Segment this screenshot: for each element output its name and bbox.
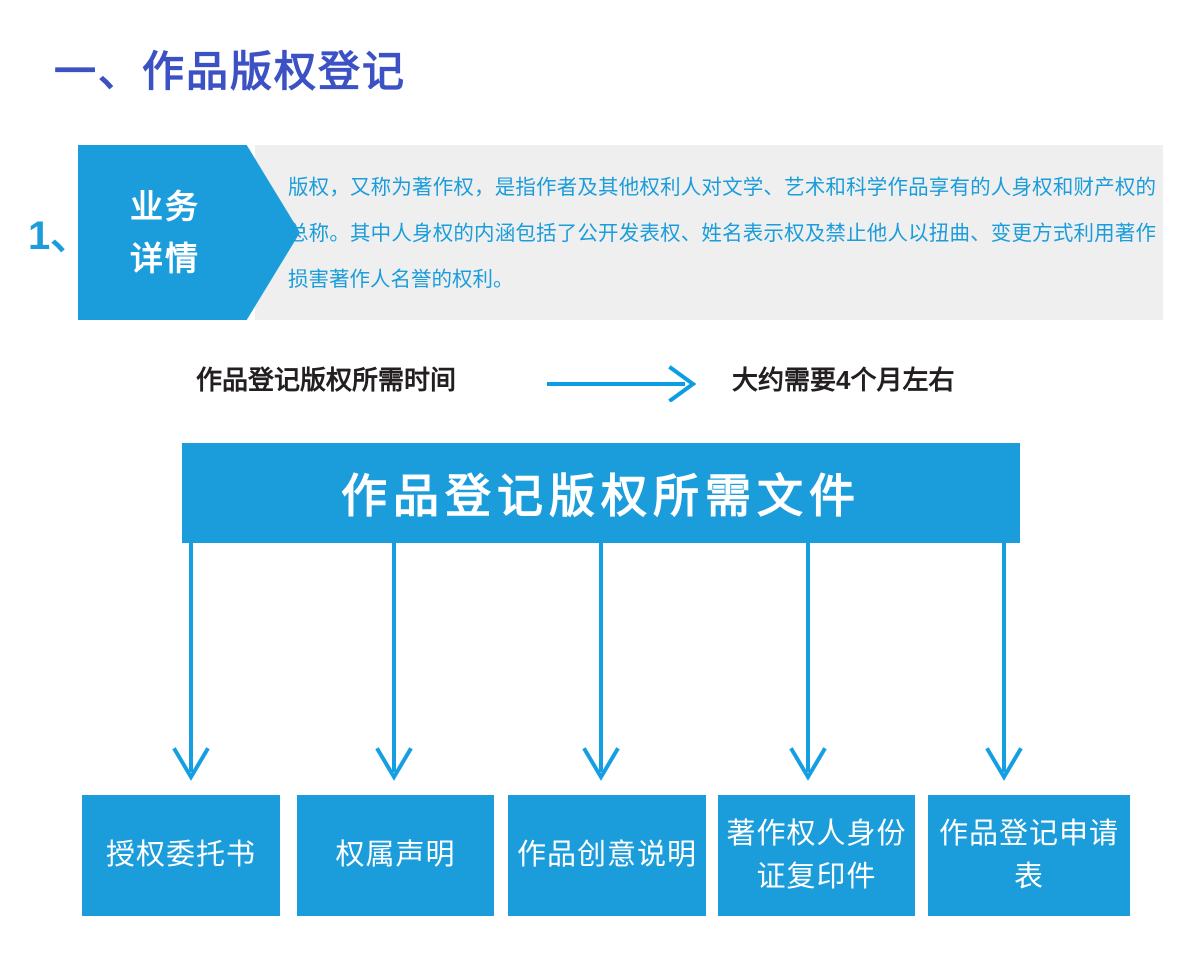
required-documents-banner: 作品登记版权所需文件	[182, 443, 1020, 543]
document-box-creative-description[interactable]: 作品创意说明	[508, 795, 706, 916]
down-arrow-icon-1	[375, 543, 413, 781]
document-box-registration-form[interactable]: 作品登记申请表	[928, 795, 1130, 916]
page-title: 一、作品版权登记	[54, 48, 407, 95]
document-box-label: 作品登记申请表	[938, 818, 1119, 893]
business-detail-body-text: 版权，又称为著作权，是指作者及其他权利人对文学、艺术和科学作品享有的人身权和财产…	[288, 176, 1156, 291]
down-arrow-icon-4	[985, 543, 1023, 781]
down-arrow-icon-3	[789, 543, 827, 781]
down-arrow-icon-2	[582, 543, 620, 781]
detail-text-panel	[255, 145, 1163, 320]
document-box-id-copy[interactable]: 著作权人身份证复印件	[718, 795, 915, 916]
right-arrow-icon	[545, 362, 700, 407]
business-detail-block: 1、 业务 详情 版权，又称为著作权，是指作者及其他权利人对文学、艺术和科学作品…	[0, 145, 1200, 320]
business-detail-tab: 业务 详情	[78, 145, 300, 320]
document-box-label: 作品创意说明	[516, 839, 697, 872]
document-box-authorization-letter[interactable]: 授权委托书	[82, 795, 280, 916]
processing-time-value: 大约需要4个月左右	[732, 365, 955, 395]
document-box-label: 著作权人身份证复印件	[726, 818, 907, 893]
document-box-ownership-statement[interactable]: 权属声明	[297, 795, 494, 916]
document-box-label: 授权委托书	[105, 839, 256, 872]
detail-tab-line-2: 详情	[130, 239, 200, 277]
down-arrow-icon-0	[172, 543, 210, 781]
processing-time-label: 作品登记版权所需时间	[196, 365, 457, 395]
required-documents-banner-title: 作品登记版权所需文件	[341, 470, 861, 522]
processing-time-row: 作品登记版权所需时间 大约需要4个月左右	[0, 360, 1200, 406]
document-box-label: 权属声明	[335, 839, 456, 872]
detail-tab-line-1: 业务	[130, 188, 200, 226]
